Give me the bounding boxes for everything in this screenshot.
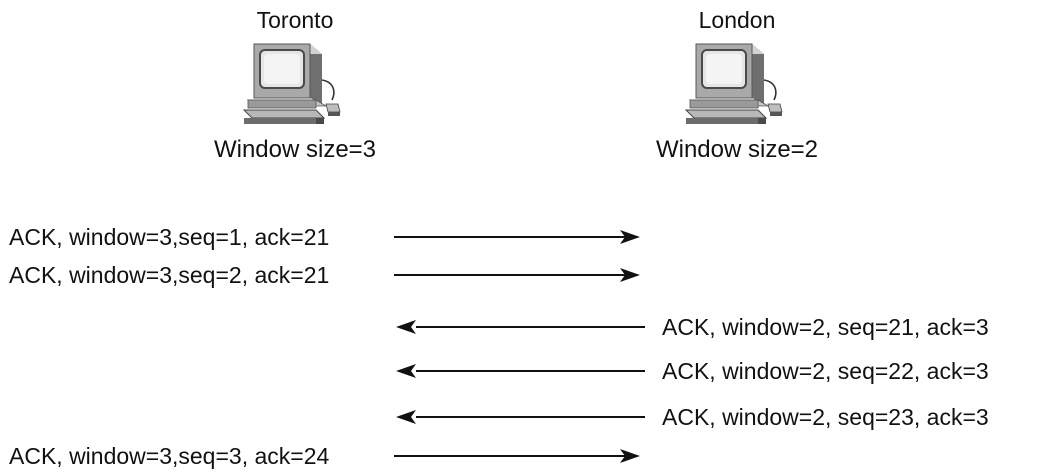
message-label: ACK, window=2, seq=22, ack=3 — [662, 358, 989, 384]
arrow-right-icon — [394, 268, 640, 282]
arrow-right-icon — [394, 230, 640, 244]
window-size-label: Window size=2 — [655, 136, 819, 163]
computer-icon — [242, 43, 341, 124]
message-label: ACK, window=2, seq=23, ack=3 — [662, 404, 989, 430]
arrow-left-icon — [396, 410, 645, 424]
host-name: Toronto — [256, 7, 334, 33]
arrow-left-icon — [396, 320, 645, 334]
arrow-right-icon — [394, 449, 640, 463]
host-name: London — [698, 7, 776, 33]
computer-icon — [684, 43, 783, 124]
host-toronto: Toronto Window size=3 — [185, 0, 405, 164]
message-label: ACK, window=2, seq=21, ack=3 — [662, 314, 989, 340]
message-label: ACK, window=3,seq=3, ack=24 — [9, 443, 330, 469]
arrow-left-icon — [396, 364, 645, 378]
window-size-label: Window size=3 — [213, 136, 377, 163]
message-label: ACK, window=3,seq=2, ack=21 — [9, 262, 330, 288]
message-row: ACK, window=2, seq=22, ack=3 — [0, 356, 1048, 386]
message-row: ACK, window=2, seq=21, ack=3 — [0, 312, 1048, 342]
host-london: London Window size=2 — [627, 0, 847, 164]
message-row: ACK, window=2, seq=23, ack=3 — [0, 402, 1048, 432]
message-row: ACK, window=3,seq=2, ack=21 — [0, 260, 1048, 290]
message-label: ACK, window=3,seq=1, ack=21 — [9, 224, 330, 250]
message-row: ACK, window=3,seq=1, ack=21 — [0, 222, 1048, 252]
message-row: ACK, window=3,seq=3, ack=24 — [0, 441, 1048, 471]
